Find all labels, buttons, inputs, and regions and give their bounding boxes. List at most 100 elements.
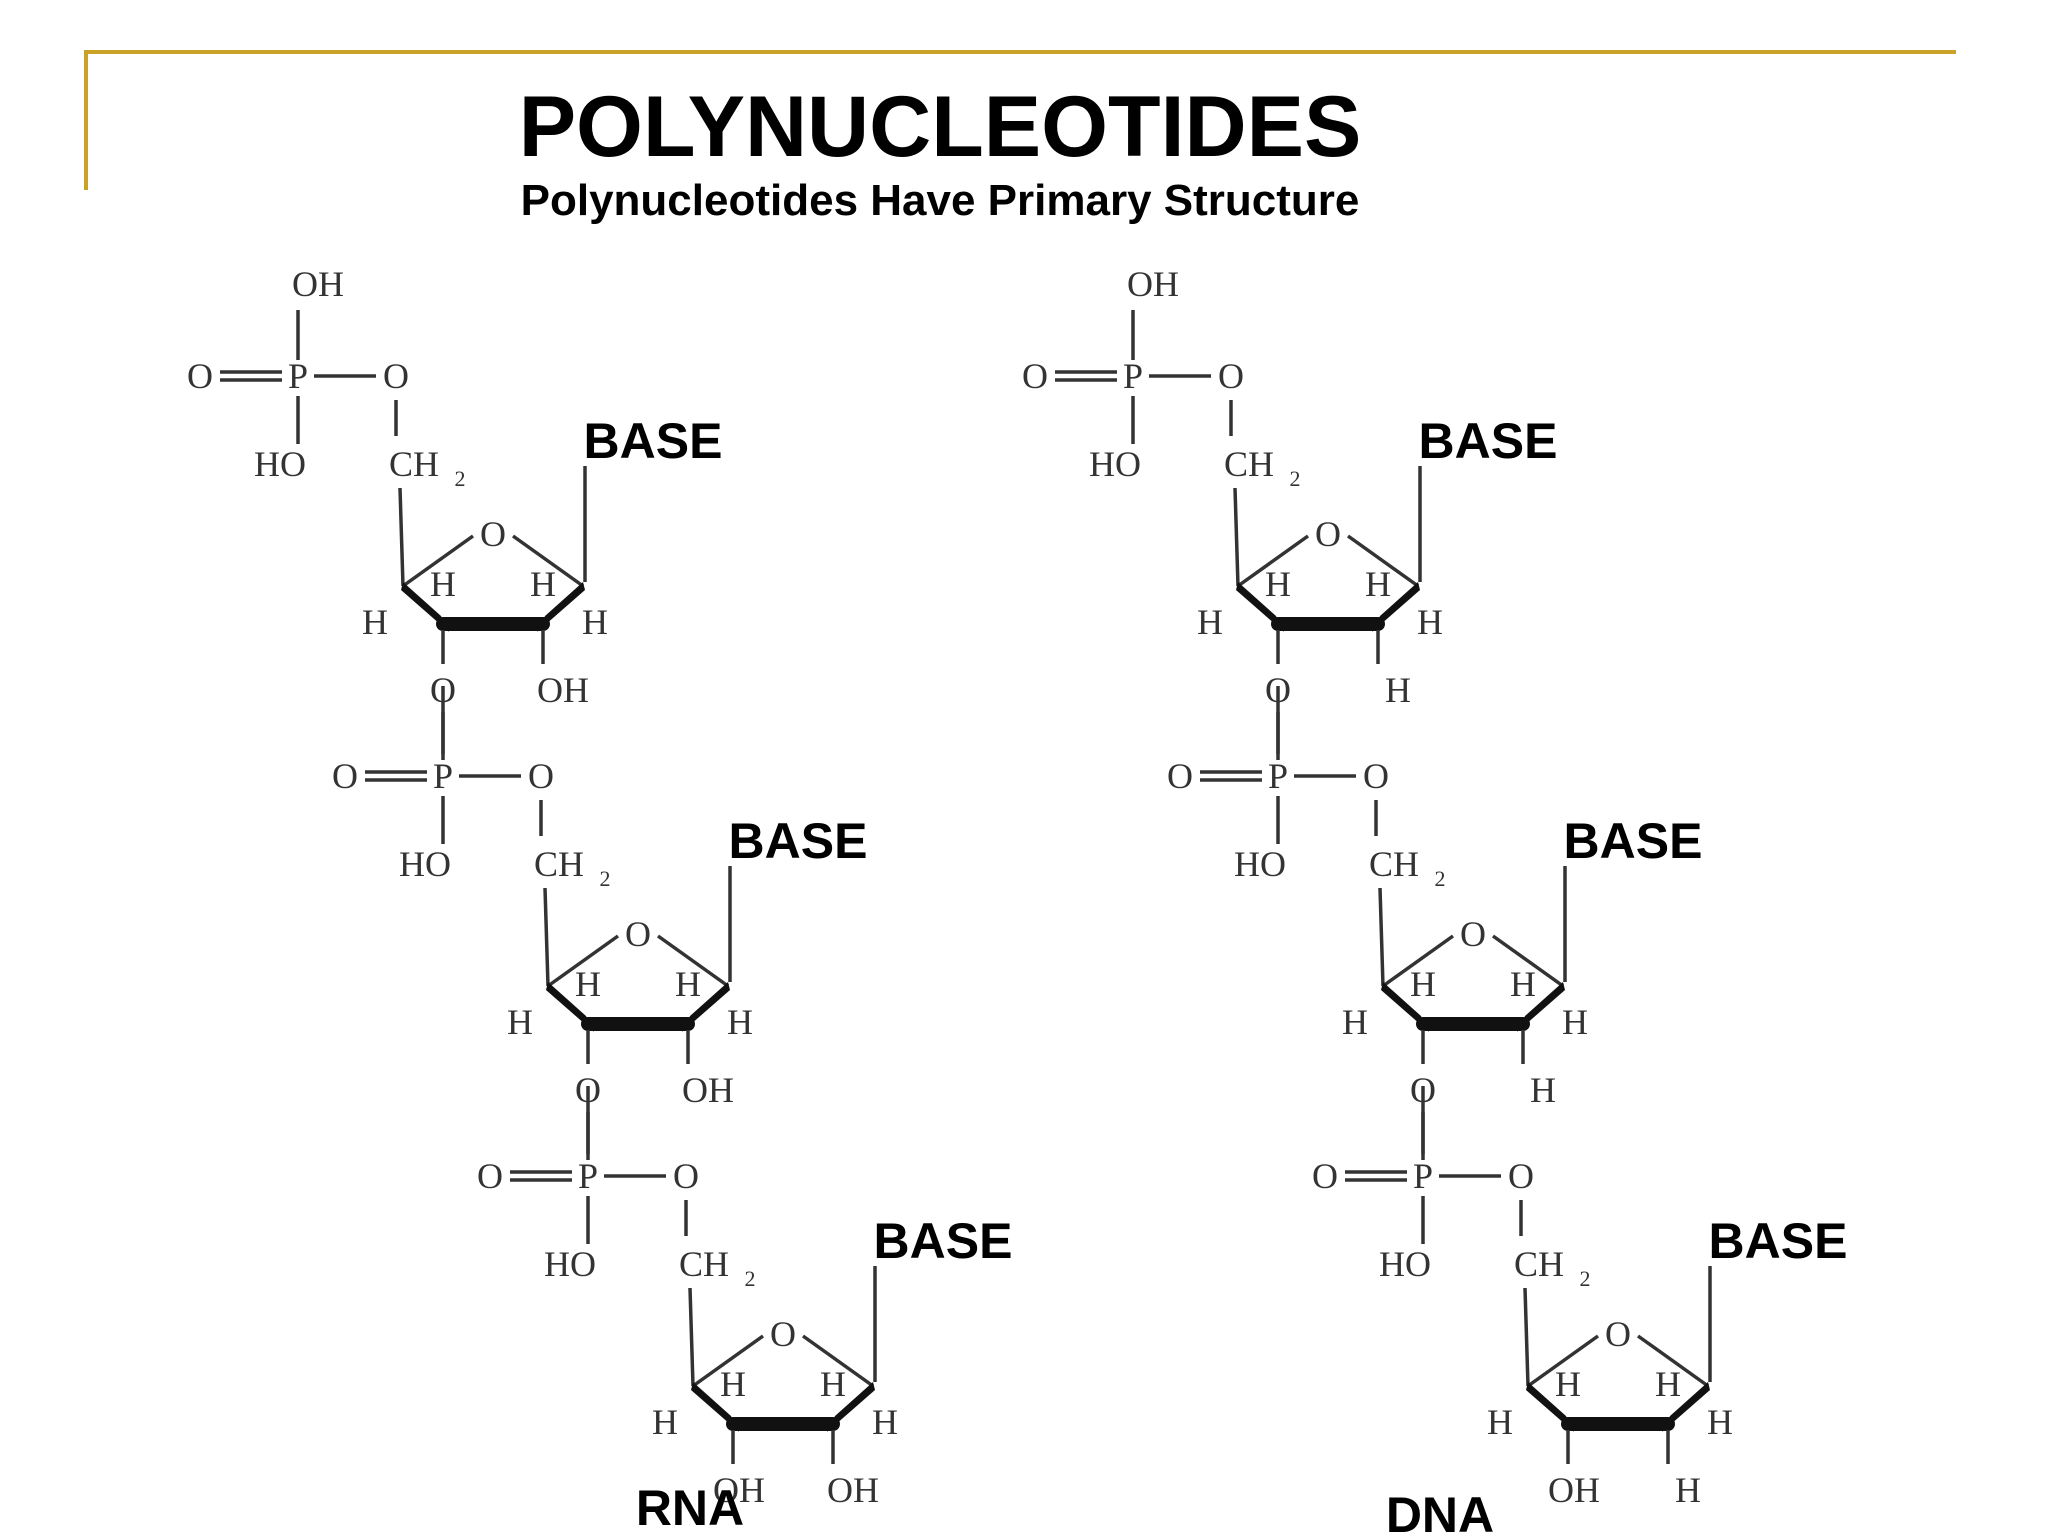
hydroxyl-bottom: HO [544, 1244, 596, 1284]
ester-oxygen: O [1508, 1156, 1534, 1196]
hydrogen-c4: H [1410, 964, 1436, 1004]
hydrogen-c4-outer: H [652, 1402, 678, 1442]
hydrogen-c4-outer: H [1342, 1002, 1368, 1042]
methylene-carbon: CH [1369, 844, 1419, 884]
hydrogen-c4: H [1555, 1364, 1581, 1404]
bond-o-c1 [1346, 534, 1420, 588]
bond-c4-o [546, 934, 620, 988]
bond-o-c1 [656, 934, 730, 988]
subscript-2: 2 [455, 466, 466, 491]
phosphorus-atom: P [1413, 1156, 1433, 1196]
hydrogen-c4: H [430, 564, 456, 604]
subscript-2: 2 [745, 1266, 756, 1291]
wedge-bond-c1 [537, 582, 585, 632]
phosphorus-atom: P [288, 356, 308, 396]
subscript-2: 2 [1290, 466, 1301, 491]
hydroxyl-top: OH [292, 264, 344, 304]
base-label: BASE [584, 413, 723, 469]
bond-c4-o [401, 534, 475, 588]
subscript-2: 2 [1580, 1266, 1591, 1291]
bond-ch2-c4 [1233, 487, 1240, 587]
hydrogen-c4: H [720, 1364, 746, 1404]
methylene-carbon: CH [534, 844, 584, 884]
hydrogen-c1: H [820, 1364, 846, 1404]
hydrogen-c1: H [1365, 564, 1391, 604]
three-prime-hydroxyl: OH [1548, 1470, 1600, 1510]
bond-o-c1 [1491, 934, 1565, 988]
ester-oxygen: O [673, 1156, 699, 1196]
bond-ch2-c4 [1378, 887, 1385, 987]
two-prime-substituent: OH [537, 670, 589, 710]
bond-ch2-c4 [1523, 1287, 1530, 1387]
ring-oxygen: O [1605, 1314, 1631, 1354]
phosphorus-atom: P [1123, 356, 1143, 396]
hydrogen-c1: H [1655, 1364, 1681, 1404]
bond-c4-o [1236, 534, 1310, 588]
rna-label: RNA [636, 1480, 744, 1536]
base-label: BASE [874, 1213, 1013, 1269]
bond-o-c1 [1636, 1334, 1710, 1388]
slide-subtitle: Polynucleotides Have Primary Structure [520, 176, 1360, 225]
slide-title: POLYNUCLEOTIDES [518, 79, 1362, 175]
hydroxyl-top: OH [1127, 264, 1179, 304]
phosphoryl-oxygen: O [332, 756, 358, 796]
hydrogen-c4-outer: H [1487, 1402, 1513, 1442]
ring-oxygen: O [480, 514, 506, 554]
two-prime-substituent: OH [682, 1070, 734, 1110]
title-accent-line [86, 50, 1956, 54]
subscript-2: 2 [1435, 866, 1446, 891]
two-prime-substituent: H [1675, 1470, 1701, 1510]
phosphorus-atom: P [433, 756, 453, 796]
wedge-bond-c4 [546, 982, 594, 1032]
base-label: BASE [1419, 413, 1558, 469]
bond-o-c1 [511, 534, 585, 588]
hydroxyl-bottom: HO [1089, 444, 1141, 484]
phosphoryl-oxygen: O [1167, 756, 1193, 796]
phosphoryl-oxygen: O [1312, 1156, 1338, 1196]
phosphoryl-oxygen: O [477, 1156, 503, 1196]
wedge-bond-c1 [827, 1382, 875, 1432]
bond-ch2-c4 [688, 1287, 695, 1387]
ring-oxygen: O [1315, 514, 1341, 554]
wedge-bond-c4 [1236, 582, 1284, 632]
hydrogen-c1-outer: H [1562, 1002, 1588, 1042]
hydrogen-c4-outer: H [507, 1002, 533, 1042]
phosphorus-atom: P [578, 1156, 598, 1196]
bond-c4-o [1381, 934, 1455, 988]
methylene-carbon: CH [1514, 1244, 1564, 1284]
ester-oxygen: O [1218, 356, 1244, 396]
hydrogen-c1-outer: H [727, 1002, 753, 1042]
wedge-bond-c1 [682, 982, 730, 1032]
hydrogen-c4-outer: H [1197, 602, 1223, 642]
three-prime-hydroxyl: OH [713, 1470, 765, 1510]
bond-c4-o [1526, 1334, 1600, 1388]
methylene-carbon: CH [389, 444, 439, 484]
bond-ch2-c4 [398, 487, 405, 587]
hydrogen-c1-outer: H [872, 1402, 898, 1442]
wedge-bond-c4 [1381, 982, 1429, 1032]
hydrogen-c1: H [530, 564, 556, 604]
ring-oxygen: O [770, 1314, 796, 1354]
dna-label: DNA [1386, 1487, 1494, 1536]
ester-oxygen: O [528, 756, 554, 796]
hydroxyl-bottom: HO [399, 844, 451, 884]
hydrogen-c1: H [675, 964, 701, 1004]
wedge-bond-c4 [691, 1382, 739, 1432]
methylene-carbon: CH [679, 1244, 729, 1284]
title-accent-bracket [84, 50, 88, 190]
wedge-bond-c1 [1517, 982, 1565, 1032]
hydroxyl-bottom: HO [1379, 1244, 1431, 1284]
hydrogen-c1-outer: H [1417, 602, 1443, 642]
two-prime-substituent: H [1385, 670, 1411, 710]
wedge-bond-c4 [401, 582, 449, 632]
subscript-2: 2 [600, 866, 611, 891]
hydrogen-c4: H [1265, 564, 1291, 604]
ester-oxygen: O [383, 356, 409, 396]
base-label: BASE [1564, 813, 1703, 869]
